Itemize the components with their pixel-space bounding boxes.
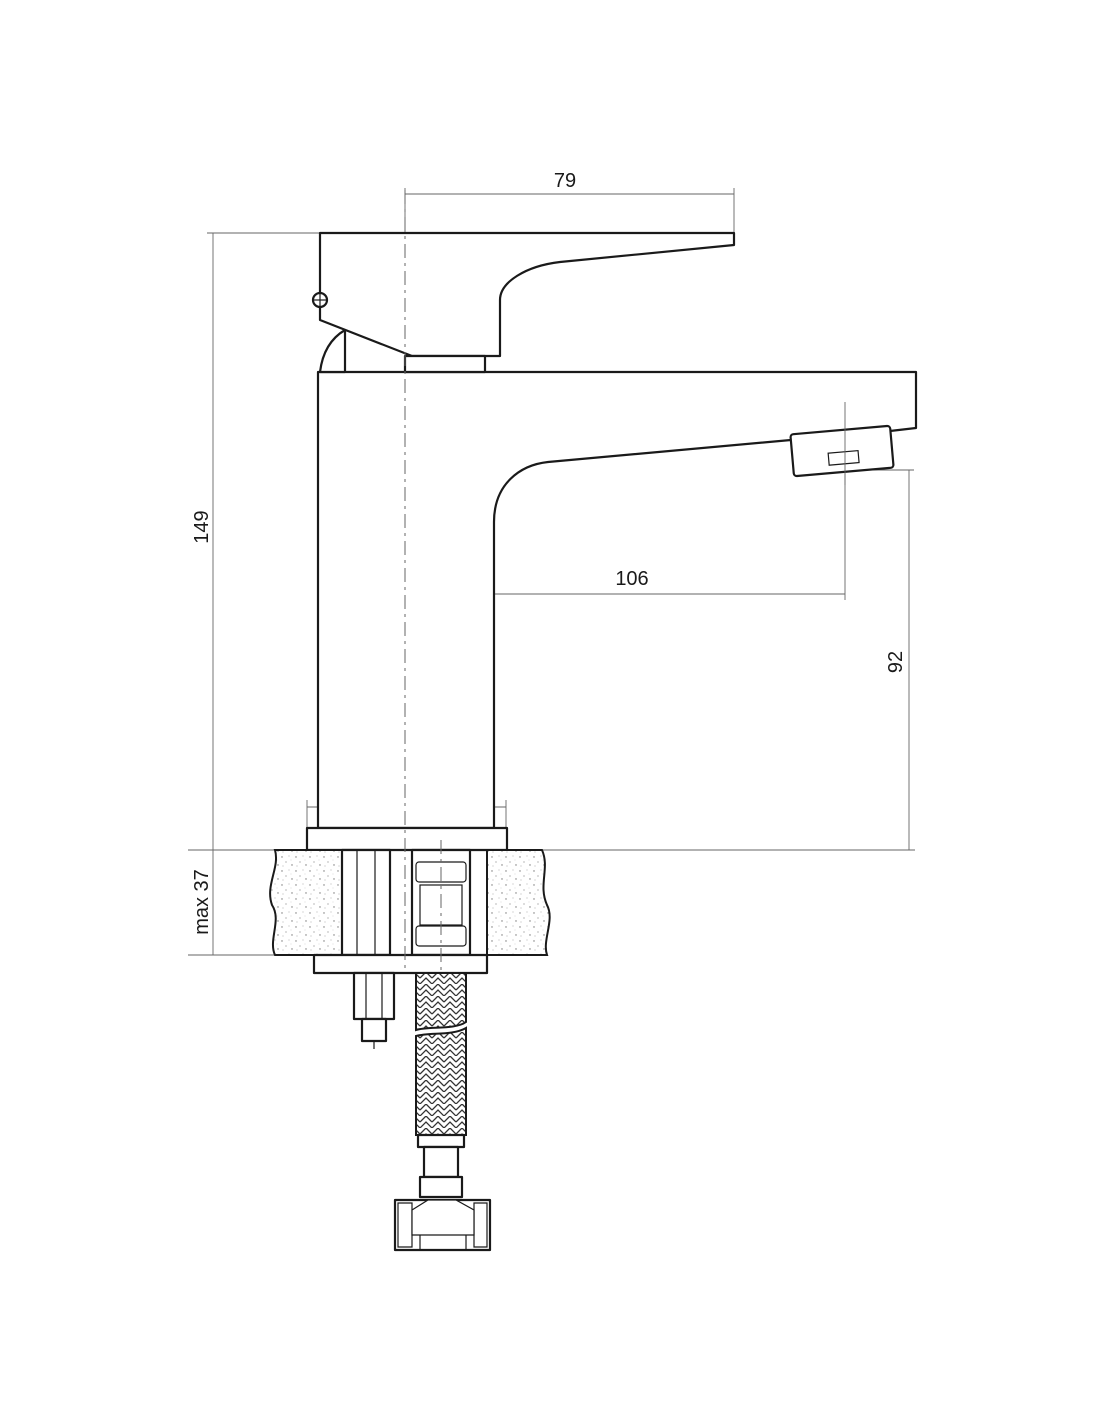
dimension-label-counter-thickness: max 37 xyxy=(191,869,213,935)
braided-hose xyxy=(393,972,492,1252)
dimension-label-spout-height: 92 xyxy=(885,651,907,673)
dimension-label-spout-reach: 106 xyxy=(615,568,648,590)
mounting-plate xyxy=(312,953,489,975)
dimension-spout-height: 92 xyxy=(850,469,914,850)
countertop-section xyxy=(269,848,551,975)
lever-handle xyxy=(318,231,736,358)
dimension-total-height: 149 xyxy=(191,232,320,850)
aerator xyxy=(789,424,895,478)
dimension-label-total-height: 149 xyxy=(191,510,213,543)
faucet-body xyxy=(305,231,918,852)
mounting-stud xyxy=(352,971,396,1049)
base-flange xyxy=(305,826,509,852)
dimension-label-lever-length: 79 xyxy=(554,170,576,192)
dimension-lever-length: 79 xyxy=(404,170,735,238)
